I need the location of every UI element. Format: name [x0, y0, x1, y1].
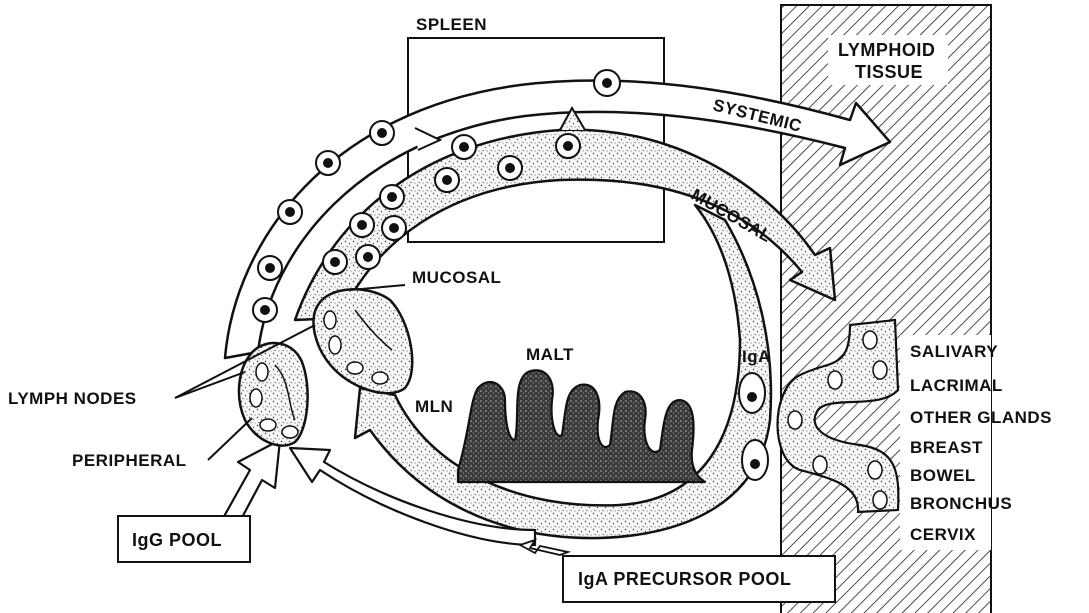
mucosal-lymph-node: [313, 289, 412, 393]
mucosal-node-label: MUCOSAL: [412, 268, 501, 287]
lymphoid-tissue-block: [781, 5, 991, 613]
spleen-label: SPLEEN: [416, 15, 487, 34]
iga-precursor-pool-label: IgA PRECURSOR POOL: [578, 569, 791, 589]
malt-label: MALT: [526, 345, 574, 364]
tissue-item: CERVIX: [910, 525, 976, 544]
tissue-item: LACRIMAL: [910, 376, 1003, 395]
malt-villi: [458, 370, 705, 482]
iga-label: IgA: [742, 347, 771, 366]
tissue-item: SALIVARY: [910, 342, 998, 361]
peripheral-label: PERIPHERAL: [72, 451, 187, 470]
mln-label: MLN: [415, 397, 453, 416]
lymphoid-label-line2: TISSUE: [855, 62, 923, 82]
tissue-item: OTHER GLANDS: [910, 408, 1052, 427]
igg-arrow: [222, 440, 280, 525]
igg-pool-label: IgG POOL: [132, 530, 222, 550]
tissue-item: BREAST: [910, 438, 983, 457]
iga-return-loop: [355, 205, 771, 538]
tissue-item: BRONCHUS: [910, 494, 1012, 513]
pool-arrow: [520, 540, 568, 555]
tissue-item: BOWEL: [910, 466, 976, 485]
lymphoid-label-line1: LYMPHOID: [838, 40, 935, 60]
lymph-nodes-label: LYMPH NODES: [8, 389, 137, 408]
